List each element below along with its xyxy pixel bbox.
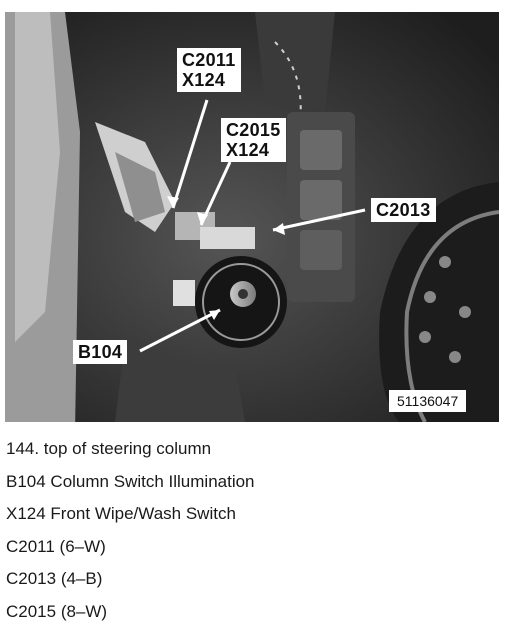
caption-line-c2011: C2011 (6–W) — [6, 536, 106, 556]
callout-c2011: C2011 X124 — [177, 48, 241, 92]
caption-line-b104: B104 Column Switch Illumination — [6, 471, 255, 491]
callout-c2011-connector: C2011 — [182, 50, 236, 70]
caption-line-c2013: C2013 (4–B) — [6, 569, 103, 589]
callout-c2015-connector: C2015 — [226, 120, 281, 140]
callout-c2015-switch: X124 — [226, 140, 270, 160]
photo-reference-number: 51136047 — [389, 390, 467, 412]
figure-caption: 144. top of steering column B104 Column … — [6, 433, 506, 629]
caption-line-c2015: C2015 (8–W) — [6, 601, 108, 621]
callout-c2011-switch: X124 — [182, 70, 226, 90]
steering-column-photo: C2011 X124 C2015 X124 C2013 B104 5113604… — [5, 12, 499, 422]
callout-b104: B104 — [73, 340, 128, 364]
caption-line-x124: X124 Front Wipe/Wash Switch — [6, 504, 236, 524]
callout-c2013: C2013 — [371, 198, 436, 222]
callout-c2015: C2015 X124 — [221, 118, 286, 162]
caption-title: 144. top of steering column — [6, 439, 212, 458]
